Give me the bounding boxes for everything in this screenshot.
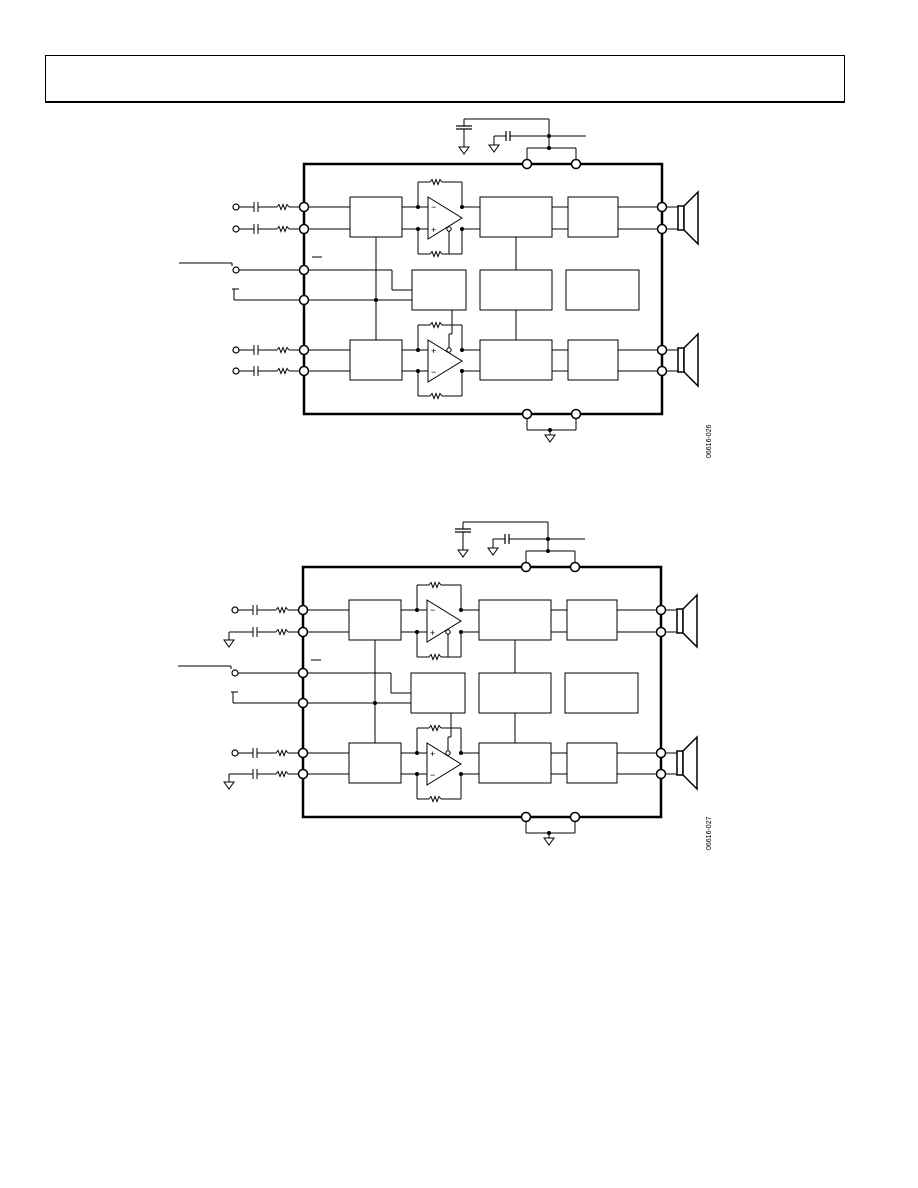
block-diagram-1 xyxy=(179,119,698,442)
block-diagram-2 xyxy=(178,522,697,845)
figure-id-1: 06616-026 xyxy=(706,424,713,458)
figure-id-2: 06616-027 xyxy=(706,816,713,850)
page-header-box xyxy=(45,55,845,103)
